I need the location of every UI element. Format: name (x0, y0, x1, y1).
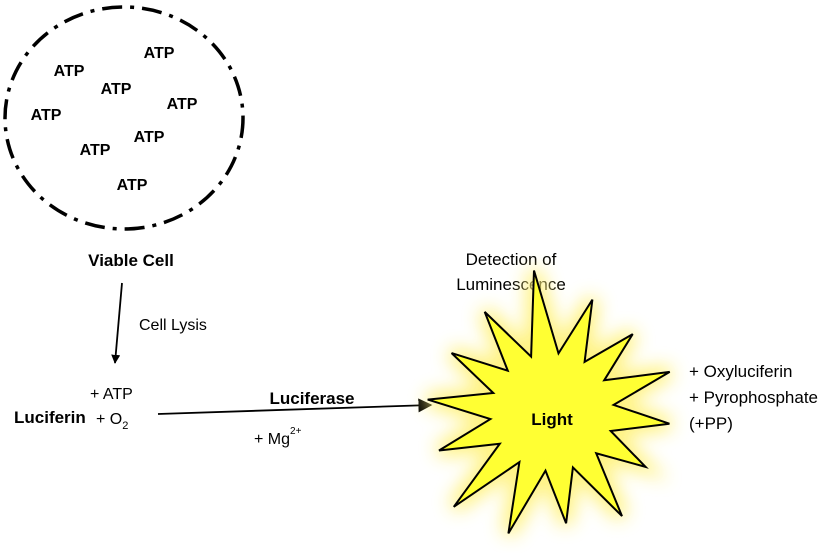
reagent-atp: + ATP (90, 386, 133, 403)
atp-label: ATP (134, 129, 165, 146)
atp-label: ATP (80, 142, 111, 159)
atp-label: ATP (101, 81, 132, 98)
enzyme-luciferase: Luciferase (269, 389, 354, 408)
oxygen-subscript: 2 (122, 420, 128, 432)
detection-caption-line-2: Luminescence (456, 275, 566, 294)
cell-lysis-label: Cell Lysis (139, 317, 207, 334)
atp-label: ATP (54, 63, 85, 80)
light-star (427, 270, 671, 534)
cell-lysis-arrow (111, 282, 123, 364)
atp-label: ATP (117, 177, 148, 194)
light-label: Light (531, 410, 573, 429)
magnesium-superscript: 2+ (290, 426, 302, 437)
atp-label: ATP (167, 96, 198, 113)
reaction-arrow (157, 398, 433, 415)
atp-molecules: ATP ATP ATP ATP ATP ATP ATP ATP (31, 45, 198, 194)
atp-label: ATP (144, 45, 175, 62)
product-pyrophosphate: + Pyrophosphate (689, 388, 818, 407)
product-oxyluciferin: + Oxyluciferin (689, 362, 792, 381)
cell-membrane (3, 5, 245, 231)
light-burst: Light (425, 268, 674, 537)
cofactor-magnesium: + Mg2+ (254, 426, 302, 448)
atp-label: ATP (31, 107, 62, 124)
reagent-oxygen: + O2 (96, 411, 128, 432)
viable-cell-caption: Viable Cell (88, 251, 174, 270)
product-pp: (+PP) (689, 414, 733, 433)
detection-caption-line-1: Detection of (466, 250, 557, 269)
substrate-luciferin: Luciferin (14, 408, 86, 427)
